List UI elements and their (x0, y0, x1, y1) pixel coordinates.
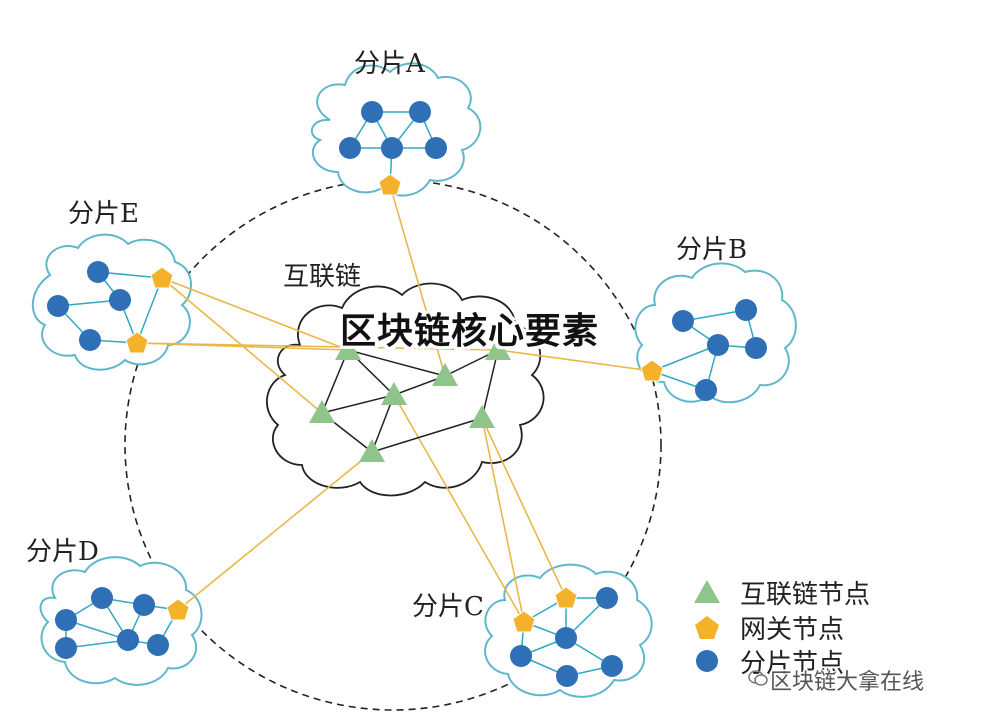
wechat-icon (748, 670, 768, 686)
label-shard-a: 分片A (354, 49, 426, 79)
gateway-links (136, 184, 653, 623)
gateway-node (150, 266, 174, 289)
shard-node (425, 137, 447, 159)
shard-node (381, 137, 403, 159)
shard-node (147, 634, 169, 656)
legend-label-shard-node: 分片节点 (740, 649, 844, 679)
interchain-node (359, 439, 385, 462)
interchain-nodes (309, 337, 511, 462)
shard-node (555, 627, 577, 649)
gateway-node (554, 586, 578, 609)
gateway-nodes (125, 173, 664, 633)
shard-node (695, 379, 717, 401)
legend: 互联链节点 网关节点 分片节点 (694, 580, 870, 679)
interchain-node (485, 337, 511, 360)
label-shard-d: 分片D (26, 537, 99, 567)
shard-node (596, 587, 618, 609)
gateway-node (512, 610, 536, 633)
label-shard-c: 分片C (412, 592, 484, 622)
shard-node (707, 334, 729, 356)
shard-node (409, 101, 431, 123)
shard-node (745, 337, 767, 359)
legend-pentagon-icon (695, 616, 719, 639)
shard-node (672, 310, 694, 332)
label-shard-b: 分片B (676, 235, 747, 265)
shard-node (47, 295, 69, 317)
legend-label-interchain-node: 互联链节点 (740, 580, 870, 610)
gateway-node (166, 598, 190, 621)
legend-label-gateway-node: 网关节点 (740, 615, 844, 645)
shard-node (79, 329, 101, 351)
gateway-node (378, 173, 402, 196)
label-shard-e: 分片E (68, 199, 139, 229)
shard-node (117, 629, 139, 651)
interchain-node (335, 337, 361, 360)
shard-node (361, 101, 383, 123)
interchain-node (469, 405, 495, 428)
shard-node (556, 665, 578, 687)
shard-node (55, 637, 77, 659)
shard-node (91, 587, 113, 609)
legend-triangle-icon (694, 580, 720, 603)
shard-node (510, 645, 532, 667)
shard-node (601, 655, 623, 677)
label-interchain: 互联链 (283, 262, 361, 292)
shard-nodes (47, 101, 767, 687)
shard-node (109, 289, 131, 311)
watermark: 区块链大拿在线 (770, 670, 925, 695)
shard-cloud-a (310, 62, 482, 197)
gateway-node (125, 331, 149, 354)
shard-ring (124, 179, 662, 711)
shard-node (55, 609, 77, 631)
legend-circle-icon (696, 650, 718, 672)
interchain-node (309, 400, 335, 423)
shard-node (339, 137, 361, 159)
interchain-cloud (266, 282, 545, 497)
interchain-node (381, 382, 407, 405)
interchain-node (432, 363, 458, 386)
gateway-node (640, 359, 664, 382)
shard-node (735, 299, 757, 321)
shard-cloud-b (634, 262, 797, 404)
shard-node (133, 594, 155, 616)
overlay-title: 区块链核心要素 (340, 311, 600, 352)
shard-node (87, 261, 109, 283)
